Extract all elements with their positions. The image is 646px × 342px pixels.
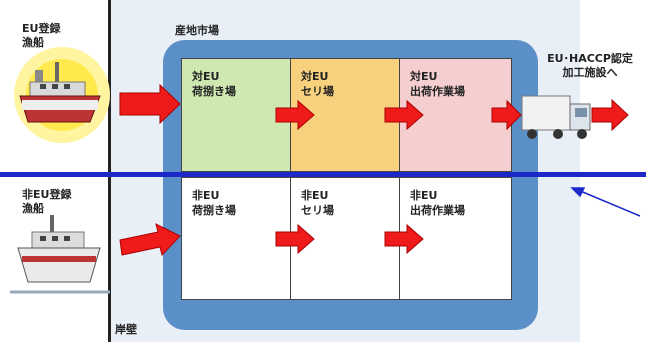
arrow-non-eu-unloading-to-auction [275,223,315,255]
arrow-eu-shipping-to-truck [491,99,522,131]
quay-wall-label: 岸壁 [115,323,137,336]
eu-vessel-label: EU登録漁船 [22,22,61,49]
non-eu-vessel-label: 非EU登録漁船 [22,188,72,215]
non-eu-vessel-icon [10,215,110,294]
quay-wall-line [108,0,111,342]
arrow-non-eu-vessel-to-unloading [119,223,181,257]
arrow-eu-vessel-to-unloading [119,83,181,125]
market-label: 産地市場 [175,24,219,37]
arrow-non-eu-auction-to-shipping [384,223,424,255]
arrow-eu-auction-to-shipping [384,99,424,131]
truck-icon [521,95,591,139]
arrow-eu-unloading-to-auction [275,99,315,131]
eu-vessel-icon [14,47,110,143]
destination-label: EU･HACCP認定加工施設へ [547,52,633,79]
eu-separation-line [0,172,646,177]
pointer-arrow [570,187,641,217]
arrow-truck-to-destination [591,98,629,132]
